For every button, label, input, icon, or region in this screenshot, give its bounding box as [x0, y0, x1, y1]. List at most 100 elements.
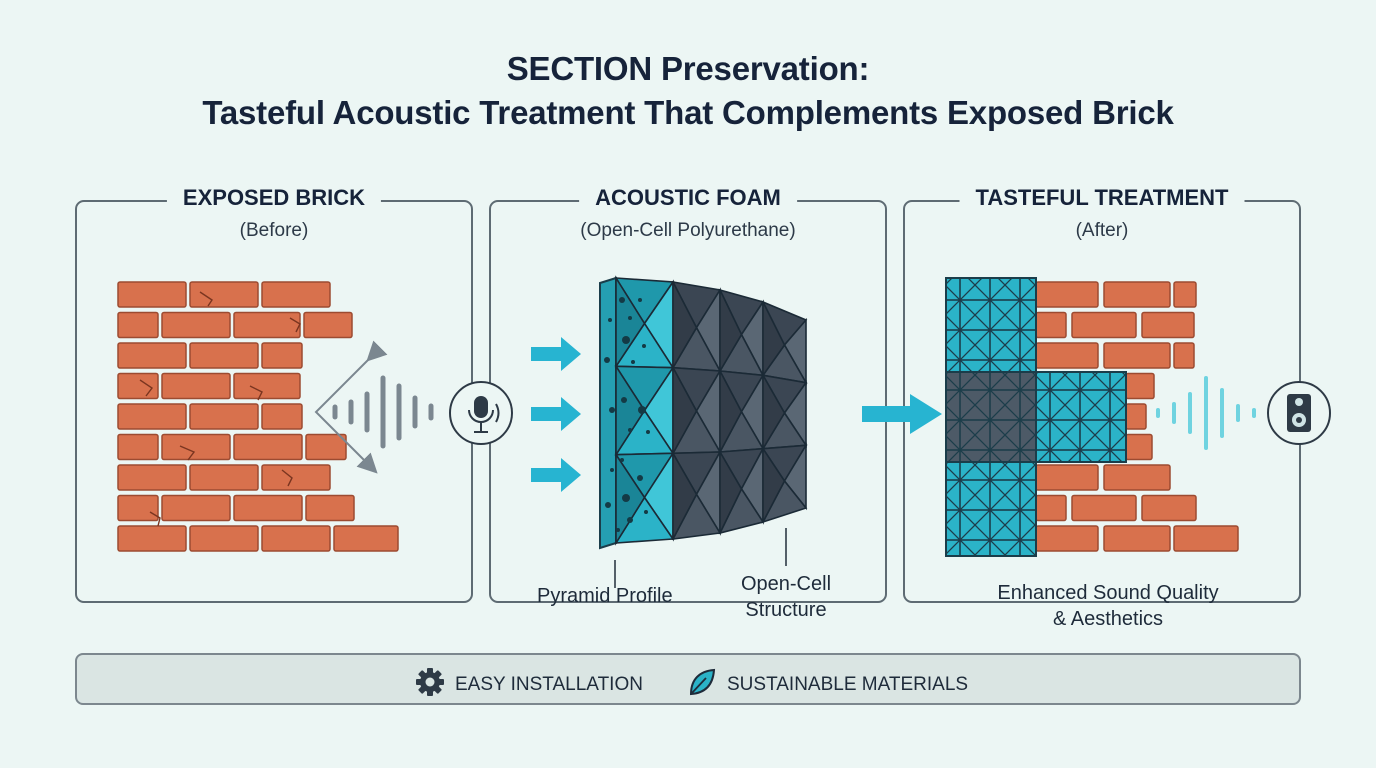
brick [189, 403, 259, 430]
brick [261, 281, 331, 308]
brick [1141, 311, 1195, 339]
features-bar: EASY INSTALLATION SUSTAINABLE MATERIALS [75, 653, 1301, 705]
brick [1035, 311, 1067, 339]
brick [189, 281, 259, 308]
leaf-icon [687, 667, 717, 702]
brick [305, 433, 347, 461]
brick [305, 494, 355, 522]
brick [189, 342, 259, 369]
brick [1071, 311, 1137, 339]
brick [1125, 372, 1155, 400]
foam-pore [638, 406, 646, 414]
brick [261, 342, 303, 369]
acoustic-foam-panel [599, 275, 808, 550]
brick [333, 525, 399, 552]
panel-subtitle: (Open-Cell Polyurethane) [580, 220, 796, 241]
panel-subtitle: (After) [1075, 220, 1129, 241]
foam-pore [610, 468, 614, 472]
foam-pyramid-face [672, 450, 698, 540]
foam-pore [622, 336, 630, 344]
foam-pyramid-face [719, 449, 743, 534]
foam-pore [619, 297, 625, 303]
sound-wave-after [1156, 376, 1256, 450]
brick [117, 403, 187, 430]
sound-reflection-arrows [314, 340, 388, 474]
foam-pore [637, 475, 643, 481]
brick [1035, 464, 1099, 491]
brick [1103, 464, 1171, 491]
callout-aesthetics: & Aesthetics [1052, 608, 1164, 630]
brick-crack [281, 469, 293, 487]
callout-pyramid-profile: Pyramid Profile [537, 585, 673, 607]
brick [1141, 494, 1197, 522]
feature-sustainable-materials: SUSTAINABLE MATERIALS [687, 667, 968, 702]
sound-wave-before [332, 375, 434, 449]
panel-exposed-brick: EXPOSED BRICK (Before) [75, 185, 473, 603]
foam-pore [628, 316, 632, 320]
panel-title: EXPOSED BRICK [166, 185, 382, 211]
foam-pore [620, 458, 624, 462]
treatment-arrow [862, 394, 942, 434]
brick [1035, 342, 1099, 369]
foam-pore [621, 397, 627, 403]
brick [1103, 281, 1171, 308]
foam-pyramid-face [762, 301, 786, 378]
panel-title: TASTEFUL TREATMENT [959, 185, 1245, 211]
page-title-line1: SECTION Preservation: [506, 50, 870, 87]
brick [161, 372, 231, 400]
brick [161, 433, 231, 461]
foam-pore [622, 494, 630, 502]
brick-wall-after [1035, 281, 1239, 552]
brick [117, 464, 187, 491]
foam-pore [631, 360, 635, 364]
foam-pyramid-face [719, 370, 743, 453]
callout-open-cell: Open-Cell [740, 573, 832, 595]
brick-crack [249, 385, 263, 401]
brick-crack [139, 379, 154, 397]
panel-title: ACOUSTIC FOAM [579, 185, 797, 211]
incoming-sound-arrows [531, 337, 581, 492]
foam-pyramid-face [672, 281, 698, 371]
brick [1125, 433, 1153, 461]
brick [117, 525, 187, 552]
brick [1125, 403, 1147, 430]
page-title-line2: Tasteful Acoustic Treatment That Complem… [202, 94, 1174, 131]
brick [261, 464, 331, 491]
foam-pore [616, 528, 620, 532]
microphone-icon [449, 381, 513, 445]
foam-pyramid-face [615, 363, 646, 458]
foam-pore [646, 430, 650, 434]
foam-pyramid-face [762, 446, 786, 523]
speaker-icon [1267, 381, 1331, 445]
feature-label: EASY INSTALLATION [455, 673, 643, 695]
brick [117, 311, 159, 339]
brick [1035, 494, 1067, 522]
brick [233, 372, 301, 400]
foam-pore [627, 517, 633, 523]
brick [117, 372, 159, 400]
brick [233, 311, 301, 339]
foam-pyramid-face [672, 367, 698, 457]
foam-pore [638, 298, 642, 302]
brick [1173, 281, 1197, 308]
brick [161, 494, 231, 522]
brick [1173, 525, 1239, 552]
foam-pore [605, 502, 611, 508]
brick [233, 494, 303, 522]
brick [117, 433, 159, 461]
brick [303, 311, 353, 339]
foam-pyramid-face [762, 372, 786, 452]
foam-tiles-after [945, 277, 1127, 557]
brick [189, 464, 259, 491]
brick-crack [199, 291, 213, 307]
foam-pore [644, 510, 648, 514]
brick [1035, 525, 1099, 552]
foam-pyramid-face [719, 289, 743, 374]
brick [1103, 342, 1171, 369]
brick [1103, 525, 1171, 552]
gear-icon [415, 667, 445, 702]
brick [161, 311, 231, 339]
callout-enhanced-sound: Enhanced Sound Quality [997, 582, 1219, 604]
foam-pore [609, 407, 615, 413]
